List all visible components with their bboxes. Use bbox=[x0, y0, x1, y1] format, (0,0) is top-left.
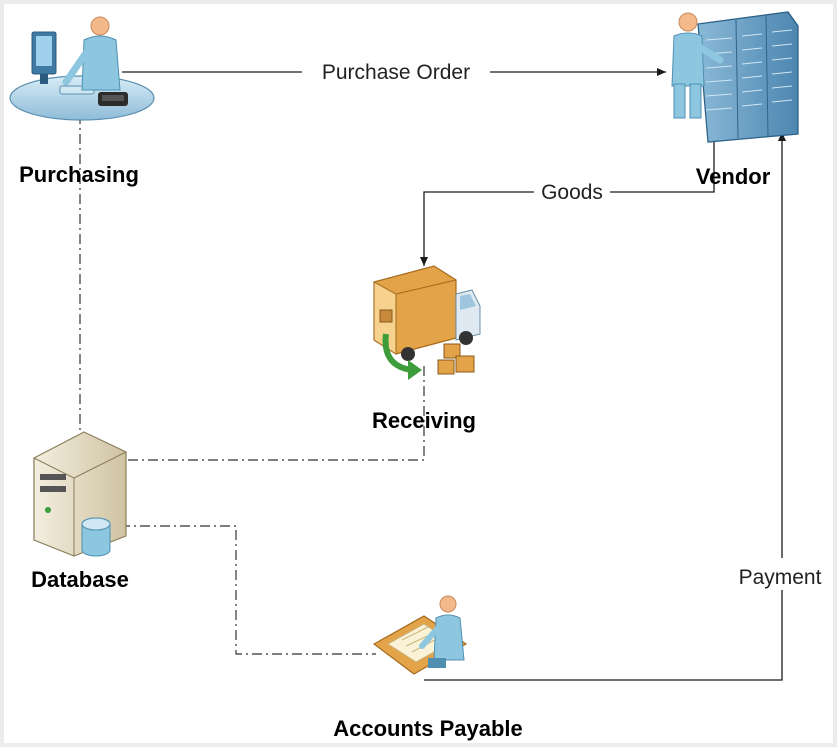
person-at-server-rack-icon bbox=[671, 11, 799, 143]
db-receiving-connector bbox=[128, 366, 425, 461]
accounts-payable-node: Accounts Payable bbox=[333, 595, 523, 741]
vendor-label: Vendor bbox=[696, 164, 771, 189]
purchasing-label: Purchasing bbox=[19, 162, 139, 187]
receiving-node: Receiving bbox=[372, 265, 481, 433]
purchasing-node: Purchasing bbox=[9, 16, 155, 187]
database-server-icon bbox=[33, 431, 127, 557]
purchase-order-connector: Purchase Order bbox=[122, 61, 666, 84]
person-at-desk-icon bbox=[9, 16, 155, 121]
database-node: Database bbox=[31, 431, 129, 592]
database-label: Database bbox=[31, 567, 129, 592]
diagram-canvas: Purchase Order Goods Payment Purchasing bbox=[4, 4, 833, 743]
delivery-truck-icon bbox=[373, 265, 481, 380]
receiving-label: Receiving bbox=[372, 408, 476, 433]
vendor-node: Vendor bbox=[671, 11, 799, 189]
db-accounts-payable-connector bbox=[120, 525, 376, 655]
person-at-paper-desk-icon bbox=[372, 595, 468, 675]
goods-connector: Goods bbox=[420, 114, 715, 266]
payment-label: Payment bbox=[739, 566, 822, 589]
accounts-payable-label: Accounts Payable bbox=[333, 716, 523, 741]
process-flow-diagram: Purchase Order Goods Payment Purchasing bbox=[9, 11, 822, 741]
payment-connector: Payment bbox=[424, 132, 822, 681]
goods-label: Goods bbox=[541, 181, 603, 204]
purchase-order-label: Purchase Order bbox=[322, 61, 470, 84]
